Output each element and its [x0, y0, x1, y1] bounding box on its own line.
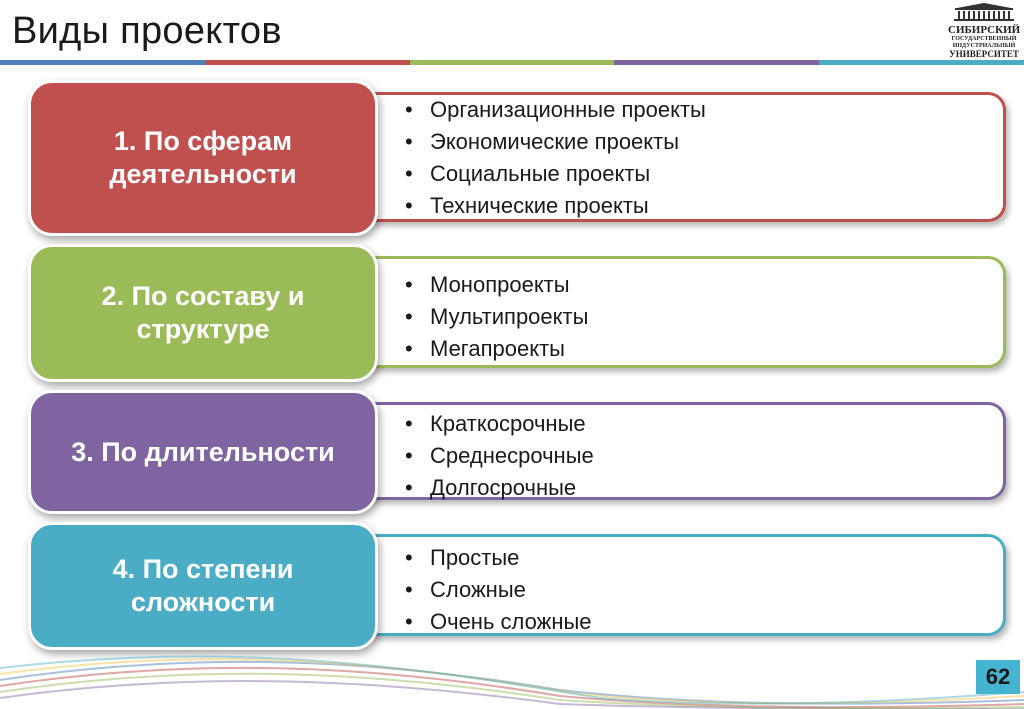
category-label: 3. По длительности — [28, 390, 378, 514]
list-item: Монопроекты — [405, 269, 588, 301]
logo-text-line: ГОСУДАРСТВЕННЫЙ — [951, 36, 1017, 42]
logo-text-line: УНИВЕРСИТЕТ — [949, 49, 1019, 59]
logo-text-line: СИБИРСКИЙ — [948, 24, 1021, 36]
list-item: Экономические проекты — [405, 126, 706, 158]
stripe-segment — [614, 60, 820, 65]
decorative-wave-ribbon — [0, 655, 1024, 709]
university-building-icon — [954, 3, 1014, 21]
list-item: Мультипроекты — [405, 301, 588, 333]
category-row: 3. По длительности Краткосрочные Среднес… — [0, 390, 1024, 514]
category-items-list: Простые Сложные Очень сложные — [405, 542, 592, 638]
list-item: Мегапроекты — [405, 333, 588, 365]
list-item: Организационные проекты — [405, 94, 706, 126]
category-items-list: Монопроекты Мультипроекты Мегапроекты — [405, 269, 588, 365]
category-row: 4. По степени сложности Простые Сложные … — [0, 522, 1024, 650]
list-item: Среднесрочные — [405, 440, 594, 472]
page-number: 62 — [976, 660, 1020, 694]
category-label: 1. По сферам деятельности — [28, 80, 378, 236]
category-label: 2. По составу и структуре — [28, 244, 378, 382]
slide-title: Виды проектов — [12, 10, 282, 52]
category-label: 4. По степени сложности — [28, 522, 378, 650]
stripe-segment — [0, 60, 205, 65]
category-items-list: Краткосрочные Среднесрочные Долгосрочные — [405, 408, 594, 504]
category-row: 2. По составу и структуре Монопроекты Му… — [0, 244, 1024, 382]
logo-text-line: ИНДУСТРИАЛЬНЫЙ — [952, 43, 1016, 49]
stripe-segment — [204, 60, 410, 65]
list-item: Долгосрочные — [405, 472, 594, 504]
university-logo: СИБИРСКИЙ ГОСУДАРСТВЕННЫЙ ИНДУСТРИАЛЬНЫЙ… — [948, 3, 1021, 59]
category-items-list: Организационные проекты Экономические пр… — [405, 94, 706, 222]
list-item: Краткосрочные — [405, 408, 594, 440]
category-row: 1. По сферам деятельности Организационны… — [0, 80, 1024, 236]
list-item: Социальные проекты — [405, 158, 706, 190]
stripe-segment — [409, 60, 615, 65]
list-item: Простые — [405, 542, 592, 574]
list-item: Технические проекты — [405, 190, 706, 222]
title-underline-stripe — [0, 60, 1024, 65]
list-item: Сложные — [405, 574, 592, 606]
list-item: Очень сложные — [405, 606, 592, 638]
stripe-segment — [819, 60, 1024, 65]
